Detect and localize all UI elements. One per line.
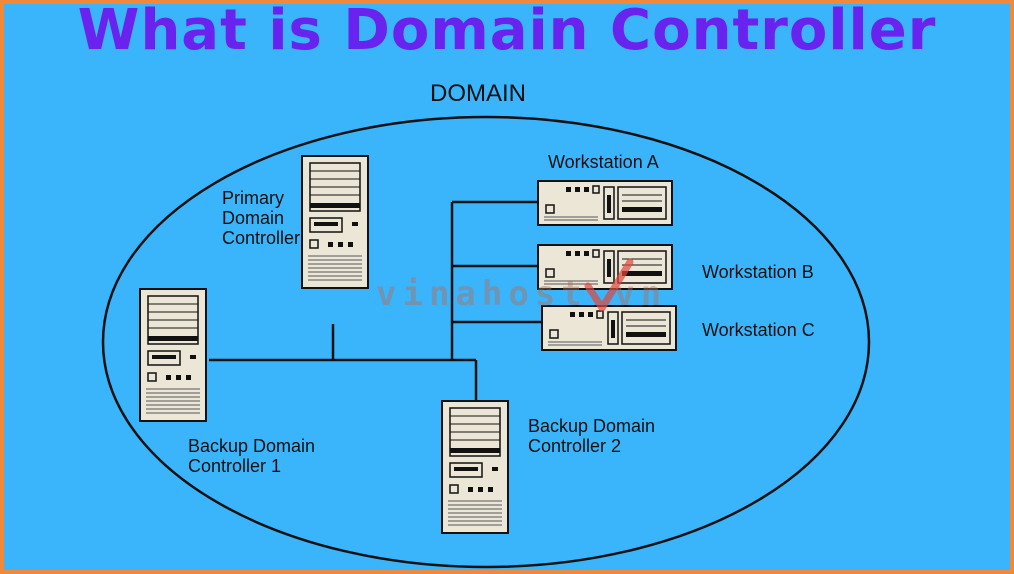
primary-dc-label: Primary Domain Controller xyxy=(222,188,300,248)
backup-dc2-label: Backup Domain Controller 2 xyxy=(528,416,655,456)
backup-dc1-server-icon xyxy=(139,288,207,422)
primary-dc-label-line2: Domain xyxy=(222,208,285,228)
domain-boundary xyxy=(101,115,871,569)
backup-dc2-server-icon xyxy=(441,400,509,534)
domain-label: DOMAIN xyxy=(430,80,526,107)
network-diagram xyxy=(101,115,871,569)
watermark-text: vinahost.vn xyxy=(376,274,668,314)
workstation-a-computer-icon xyxy=(537,180,673,226)
workstation-c-label: Workstation C xyxy=(702,320,815,340)
backup-dc1-label: Backup Domain Controller 1 xyxy=(188,436,315,476)
primary-dc-label-line1: Primary xyxy=(222,188,284,208)
network-cables xyxy=(209,200,542,402)
primary-dc-label-line3: Controller xyxy=(222,228,301,248)
backup-dc2-label-line1: Backup Domain xyxy=(528,416,656,436)
backup-dc2-label-line2: Controller 2 xyxy=(528,436,622,456)
backup-dc1-label-line2: Controller 1 xyxy=(188,456,282,476)
page-title: What is Domain Controller xyxy=(77,0,937,63)
backup-dc1-label-line1: Backup Domain xyxy=(188,436,316,456)
primary-dc-server-icon xyxy=(301,155,369,289)
workstation-a-label: Workstation A xyxy=(548,152,659,172)
watermark-check-icon xyxy=(584,258,634,312)
workstation-b-label: Workstation B xyxy=(702,262,814,282)
